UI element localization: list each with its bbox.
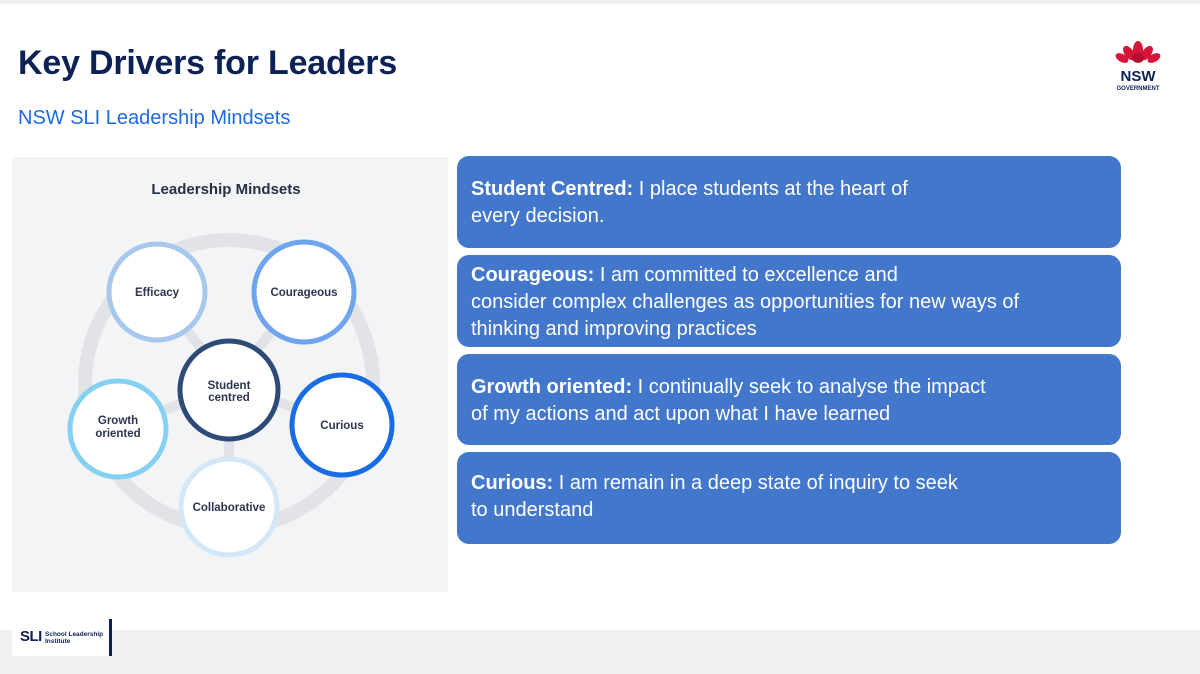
waratah-flower-icon xyxy=(1115,41,1161,63)
card-text: I place students at the heart of xyxy=(633,178,908,200)
card-courageous: Courageous: I am committed to excellence… xyxy=(457,255,1121,347)
card-text: I am remain in a deep state of inquiry t… xyxy=(553,472,958,494)
card-term: Courageous: xyxy=(471,264,595,286)
card-student-centred: Student Centred: I place students at the… xyxy=(457,156,1121,248)
mindset-node-collaborative: Collaborative xyxy=(178,456,280,558)
sli-logo-line2: Institute xyxy=(45,638,71,645)
card-curious: Curious: I am remain in a deep state of … xyxy=(457,452,1121,544)
sli-logo-icon: SLI School Leadership Institute xyxy=(12,619,112,656)
sli-logo-mark: SLI xyxy=(20,628,42,645)
diagram-title: Leadership Mindsets xyxy=(151,181,301,198)
card-growth-oriented: Growth oriented: I continually seek to a… xyxy=(457,354,1121,445)
card-text-line3: thinking and improving practices xyxy=(471,318,757,340)
svg-text:Growth: Growth xyxy=(98,415,138,427)
nsw-logo-text: NSW xyxy=(1121,68,1157,85)
mindset-node-curious: Curious xyxy=(289,372,395,478)
svg-text:centred: centred xyxy=(208,392,250,404)
sli-logo-text: School Leadership Institute xyxy=(45,631,103,645)
card-text-line2: to understand xyxy=(471,499,594,521)
nsw-government-logo-icon: NSW GOVERNMENT xyxy=(1115,41,1161,92)
nsw-logo-subtext: GOVERNMENT xyxy=(1116,86,1159,92)
card-term: Growth oriented: xyxy=(471,376,633,398)
card-text: I am committed to excellence and xyxy=(594,264,898,286)
card-text-line2: every decision. xyxy=(471,205,605,227)
mindset-node-growth-oriented: Growth oriented xyxy=(67,378,169,480)
svg-text:Student: Student xyxy=(208,380,251,392)
mindset-node-efficacy: Efficacy xyxy=(106,241,208,343)
leadership-mindsets-diagram: Efficacy Courageous Curious Collaborativ… xyxy=(67,233,395,558)
svg-text:Curious: Curious xyxy=(320,420,363,432)
leadership-mindsets-panel: Leadership Mindsets Efficacy Courageous … xyxy=(12,157,448,592)
mindset-node-courageous: Courageous xyxy=(251,239,357,345)
svg-text:Courageous: Courageous xyxy=(270,287,337,299)
sli-logo-line1: School Leadership xyxy=(45,631,104,638)
card-term: Student Centred: xyxy=(471,178,634,200)
mindset-node-student-centred: Student centred xyxy=(177,338,281,442)
top-band xyxy=(0,0,1200,4)
footer-bar xyxy=(0,630,1200,674)
page-subtitle: NSW SLI Leadership Mindsets xyxy=(18,107,291,129)
card-text-line2: of my actions and act upon what I have l… xyxy=(471,403,891,425)
card-term: Curious: xyxy=(471,472,554,494)
page-title: Key Drivers for Leaders xyxy=(18,44,398,82)
svg-text:Collaborative: Collaborative xyxy=(193,502,266,514)
svg-text:oriented: oriented xyxy=(95,428,140,440)
card-text-line2: consider complex challenges as opportuni… xyxy=(471,291,1020,313)
svg-text:Efficacy: Efficacy xyxy=(135,287,180,299)
sli-logo-divider xyxy=(109,619,112,656)
card-text: I continually seek to analyse the impact xyxy=(632,376,986,398)
